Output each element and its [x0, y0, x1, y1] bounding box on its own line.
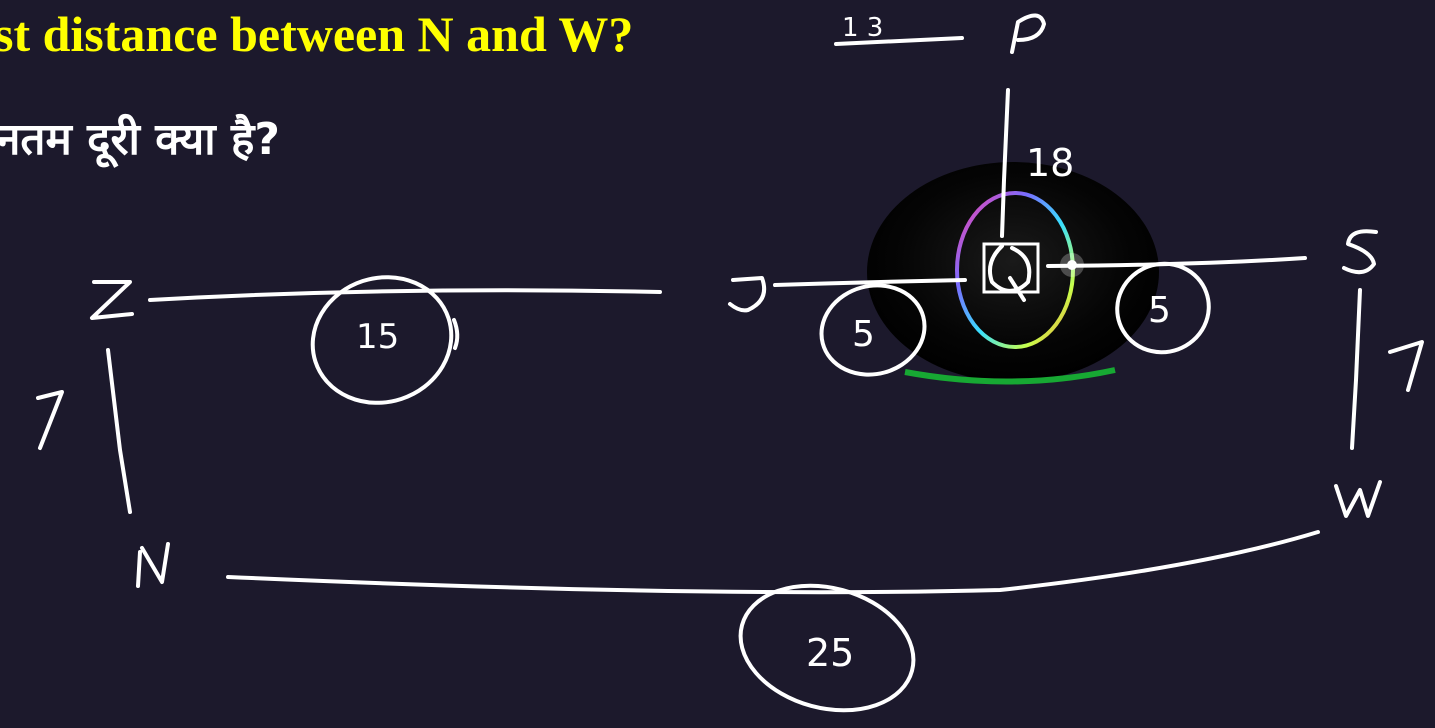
question-english: st distance between N and W?: [0, 6, 634, 62]
line-j-q: [773, 278, 967, 287]
circle-q-s: [1115, 261, 1211, 355]
point-s-glyph: [1342, 229, 1378, 275]
point-n-glyph: [136, 542, 170, 588]
line-s-w: [1350, 288, 1362, 450]
circle-z-j-tail: [452, 318, 460, 350]
label-p-q: 18: [1026, 141, 1074, 185]
label-z-j: 15: [356, 317, 399, 357]
label-top-fraction: 1 3: [842, 13, 883, 43]
circle-j-q: [819, 283, 927, 377]
point-p-glyph: [1010, 13, 1046, 54]
point-q-box: [982, 242, 1040, 294]
line-q-s: [1046, 256, 1307, 268]
webcam-ring-icon: [867, 162, 1159, 385]
label-z-n-glyph: [36, 390, 64, 450]
label-j-q: 5: [852, 314, 875, 355]
line-n-w: [226, 530, 1320, 595]
question-hindi: नतम दूरी क्या है?: [0, 114, 280, 165]
line-z-n: [106, 348, 132, 514]
label-n-w: 25: [806, 631, 854, 675]
label-q-s: 5: [1148, 290, 1171, 331]
circle-z-j: [310, 275, 454, 405]
point-j-glyph: [728, 276, 767, 313]
point-w-glyph: [1334, 480, 1382, 518]
line-z-j: [148, 288, 662, 302]
label-s-w-glyph: [1388, 340, 1424, 392]
fraction-bar: [834, 36, 964, 46]
line-p-q: [1000, 88, 1010, 238]
circle-n-w: [738, 583, 916, 713]
point-z-glyph: [90, 280, 134, 320]
